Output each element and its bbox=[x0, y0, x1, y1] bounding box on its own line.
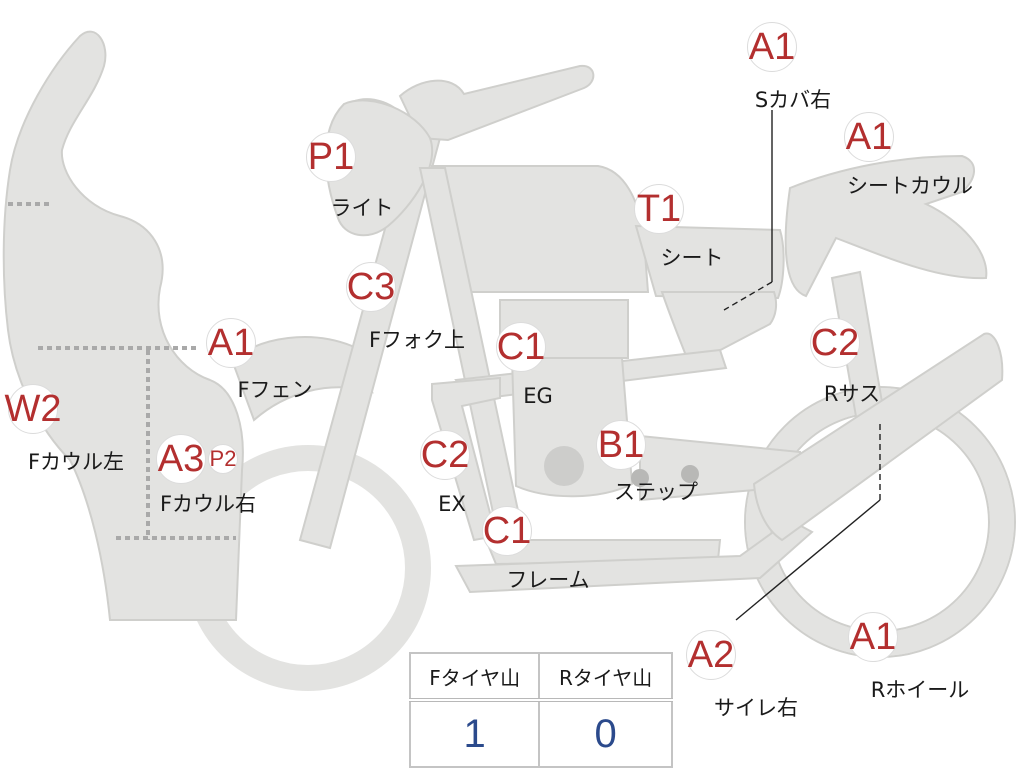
seat-cowl-grade: A1 bbox=[844, 112, 894, 162]
step-caption: ステップ bbox=[614, 480, 698, 504]
front-tire-header: Fタイヤ山 bbox=[408, 652, 541, 702]
handlebar-shape bbox=[398, 64, 595, 142]
rear-suspension-grade: C2 bbox=[810, 318, 860, 368]
engine-grade: C1 bbox=[496, 322, 546, 372]
engine-caption: EG bbox=[523, 384, 553, 408]
front-cowl-left-grade: W2 bbox=[5, 384, 62, 434]
front-cowl-right-grade-2: P2 bbox=[208, 444, 238, 474]
rear-tire-header: Rタイヤ山 bbox=[538, 652, 673, 702]
tire-table-value-row: 1 0 bbox=[408, 699, 673, 768]
tire-tread-table: Fタイヤ山 Rタイヤ山 1 0 bbox=[408, 652, 673, 768]
silencer-right-grade: A2 bbox=[686, 630, 736, 680]
exhaust-grade: C2 bbox=[420, 430, 470, 480]
exhaust-caption: EX bbox=[438, 492, 466, 516]
front-cowl-left-caption: Fカウル左 bbox=[27, 450, 125, 474]
rear-tire-value: 0 bbox=[538, 699, 673, 768]
seat-shape bbox=[634, 224, 785, 300]
s-cover-right-grade: A1 bbox=[747, 22, 797, 72]
step-peg-shape bbox=[631, 469, 649, 487]
light-caption: ライト bbox=[330, 196, 394, 220]
s-cover-right-caption: Sカバ右 bbox=[754, 88, 832, 112]
seat-caption: シート bbox=[660, 246, 724, 270]
front-fender-grade: A1 bbox=[206, 318, 256, 368]
frame-caption: フレーム bbox=[506, 568, 590, 592]
rear-wheel-caption: Rホイール bbox=[870, 678, 970, 702]
silencer-shape bbox=[752, 332, 1004, 542]
silencer-right-caption: サイレ右 bbox=[714, 696, 798, 720]
seat-cowl-shape bbox=[784, 154, 988, 298]
front-cowl-right-caption: Fカウル右 bbox=[159, 492, 257, 516]
tire-table-header-row: Fタイヤ山 Rタイヤ山 bbox=[408, 652, 673, 702]
front-fork-upper-grade: C3 bbox=[346, 262, 396, 312]
side-cover-shape bbox=[660, 291, 778, 368]
seat-cowl-caption: シートカウル bbox=[847, 174, 973, 198]
front-fender-caption: Fフェン bbox=[237, 378, 313, 402]
seat-grade: T1 bbox=[634, 184, 684, 234]
rear-suspension-caption: Rサス bbox=[823, 382, 881, 406]
step-peg-shape-2 bbox=[681, 465, 699, 483]
front-cowl-right-grade: A3 bbox=[156, 434, 206, 484]
silencer-leader bbox=[735, 499, 881, 621]
light-grade: P1 bbox=[306, 132, 356, 182]
step-grade: B1 bbox=[596, 420, 646, 470]
front-tire-value: 1 bbox=[408, 699, 541, 768]
engine-cover-shape bbox=[544, 446, 584, 486]
rear-wheel-grade: A1 bbox=[848, 612, 898, 662]
front-fork-upper-caption: Fフォク上 bbox=[368, 328, 466, 352]
frame-rail-shape bbox=[454, 518, 814, 594]
frame-grade: C1 bbox=[482, 506, 532, 556]
